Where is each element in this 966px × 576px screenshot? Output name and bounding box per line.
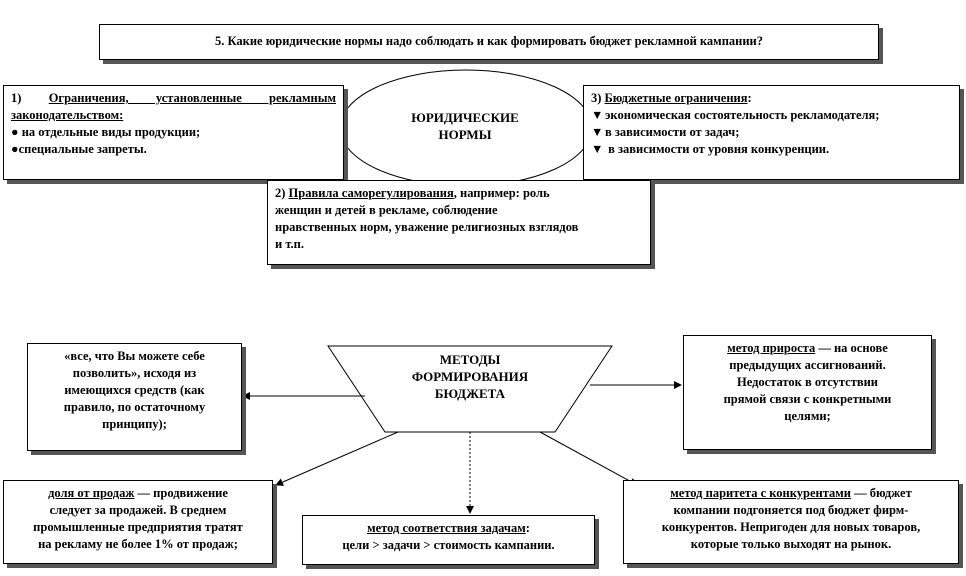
afford-line-4: правило, по остаточному bbox=[63, 399, 206, 414]
task-matching-box: метод соответствия задачам: цели > задач… bbox=[302, 515, 595, 565]
budget-restriction-item-3: ▼ в зависимости от уровня конкуренции. bbox=[591, 141, 830, 156]
afford-line-3: имеющихся средств (как bbox=[64, 382, 205, 397]
self-regulation-line-1: женщин и детей в рекламе, соблюдение bbox=[275, 202, 498, 217]
budget-restrictions-title: 3) Бюджетные ограничения: bbox=[591, 91, 752, 105]
triangle-down-icon: ▼ bbox=[591, 124, 604, 139]
budget-methods-line3: БЮДЖЕТА bbox=[434, 385, 506, 401]
budget-methods-line2: ФОРМИРОВАНИЯ bbox=[411, 368, 529, 384]
legal-restrictions-box: 1) Ограничения, установленные рекламным … bbox=[3, 85, 344, 180]
arrow-to-sales bbox=[275, 431, 399, 486]
budget-methods-line1: МЕТОДЫ bbox=[439, 352, 501, 367]
legal-norms-line2: НОРМЫ bbox=[438, 126, 492, 142]
legal-norms-label: ЮРИДИЧЕСКИЕ НОРМЫ bbox=[380, 110, 550, 144]
parity-line-2: компании подгоняется под бюджет фирм- bbox=[673, 502, 909, 517]
budget-restrictions-box: 3) Бюджетные ограничения: ▼экономическая… bbox=[583, 85, 960, 180]
legal-restriction-item-1: ● на отдельные виды продукции; bbox=[11, 124, 201, 139]
increment-line-4: прямой связи с конкретными bbox=[723, 391, 892, 406]
sales-share-box: доля от продаж — продвижение следует за … bbox=[3, 480, 273, 564]
afford-line-1: «все, что Вы можете себе bbox=[64, 349, 205, 363]
self-regulation-title: 2) Правила саморегулирования, например: … bbox=[275, 186, 550, 200]
sales-line-1: доля от продаж — продвижение bbox=[48, 486, 228, 500]
budget-methods-label: МЕТОДЫ ФОРМИРОВАНИЯ БЮДЖЕТА bbox=[385, 352, 555, 403]
parity-method-box: метод паритета с конкурентами — бюджет к… bbox=[623, 480, 959, 564]
legal-restriction-item-2: ●специальные запреты. bbox=[11, 141, 147, 156]
increment-line-2: предыдущих ассигнований. bbox=[729, 357, 886, 372]
budget-restriction-item-1: ▼экономическая состоятельность рекламода… bbox=[591, 107, 880, 122]
arrow-to-parity bbox=[539, 431, 638, 486]
self-regulation-line-3: и т.п. bbox=[275, 236, 304, 251]
afford-line-5: принципу); bbox=[102, 416, 167, 431]
increment-line-3: Недостаток в отсутствии bbox=[736, 374, 879, 389]
legal-restrictions-title: 1) Ограничения, установленные рекламным bbox=[11, 91, 337, 105]
parity-line-1: метод паритета с конкурентами — бюджет bbox=[670, 486, 912, 500]
budget-methods-trapezoid bbox=[327, 345, 613, 433]
afford-line-2: позволить», исходя из bbox=[72, 365, 197, 380]
self-regulation-box: 2) Правила саморегулирования, например: … bbox=[267, 180, 651, 265]
increment-line-1: метод прироста — на основе bbox=[727, 341, 888, 355]
sales-line-3: промышленные предприятия тратят bbox=[33, 519, 243, 534]
tasks-line-1: метод соответствия задачам: bbox=[367, 521, 530, 535]
afford-method-box: «все, что Вы можете себе позволить», исх… bbox=[27, 343, 242, 451]
tasks-formula: цели > задачи > стоимость кампании. bbox=[342, 537, 555, 552]
parity-line-3: конкурентов. Непригоден для новых товаро… bbox=[661, 519, 921, 534]
increment-method-box: метод прироста — на основе предыдущих ас… bbox=[683, 335, 932, 450]
parity-line-4: которые только выходят на рынок. bbox=[690, 536, 892, 551]
triangle-down-icon: ▼ bbox=[591, 141, 604, 156]
legal-restrictions-title-cont: законодательством: bbox=[11, 107, 124, 122]
question-header: 5. Какие юридические нормы надо соблюдат… bbox=[99, 24, 879, 60]
increment-line-5: целями; bbox=[784, 408, 831, 423]
question-text: 5. Какие юридические нормы надо соблюдат… bbox=[214, 34, 764, 48]
budget-restriction-item-2: ▼в зависимости от задач; bbox=[591, 124, 740, 139]
sales-line-4: на рекламу не более 1% от продаж; bbox=[38, 536, 238, 551]
triangle-down-icon: ▼ bbox=[591, 107, 604, 122]
self-regulation-line-2: нравственных норм, уважение религиозных … bbox=[275, 219, 579, 234]
legal-norms-line1: ЮРИДИЧЕСКИЕ bbox=[411, 110, 519, 125]
sales-line-2: следует за продажей. В среднем bbox=[49, 502, 227, 517]
